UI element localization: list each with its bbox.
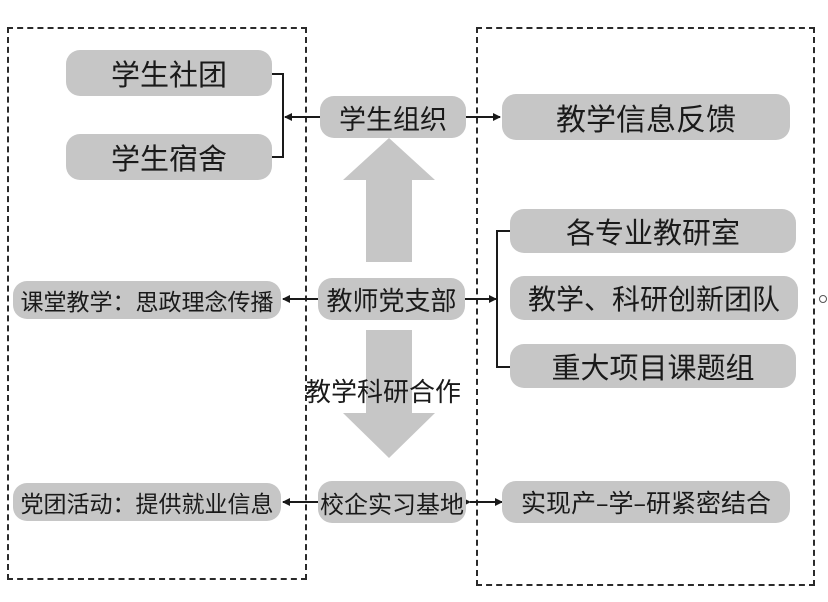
node-student-club: 学生社团: [66, 50, 272, 96]
node-innovation-team: 教学、科研创新团队: [510, 276, 798, 320]
label-teaching-research-cooperation: 教学科研合作: [305, 378, 462, 408]
node-teaching-research-office: 各专业教研室: [510, 209, 796, 253]
big-down-arrow: [343, 330, 435, 458]
node-student-org: 学生组织: [320, 96, 466, 138]
node-teaching-feedback: 教学信息反馈: [502, 94, 790, 140]
node-industry-integration: 实现产–学–研紧密结合: [502, 481, 790, 523]
resize-handle[interactable]: [819, 295, 827, 303]
node-internship-base: 校企实习基地: [318, 481, 466, 523]
node-party-activity: 党团活动：提供就业信息: [13, 483, 281, 521]
node-party-branch: 教师党支部: [318, 278, 465, 320]
right-group-frame: [476, 27, 815, 586]
node-classroom-teaching: 课堂教学：思政理念传播: [13, 281, 281, 319]
left-group-frame: [7, 27, 307, 580]
bracket-right-teams: [496, 230, 510, 368]
node-major-project-group: 重大项目课题组: [510, 344, 796, 388]
node-student-dorm: 学生宿舍: [66, 134, 272, 180]
bracket-club-dorm: [272, 73, 284, 158]
big-up-arrow: [343, 138, 435, 262]
